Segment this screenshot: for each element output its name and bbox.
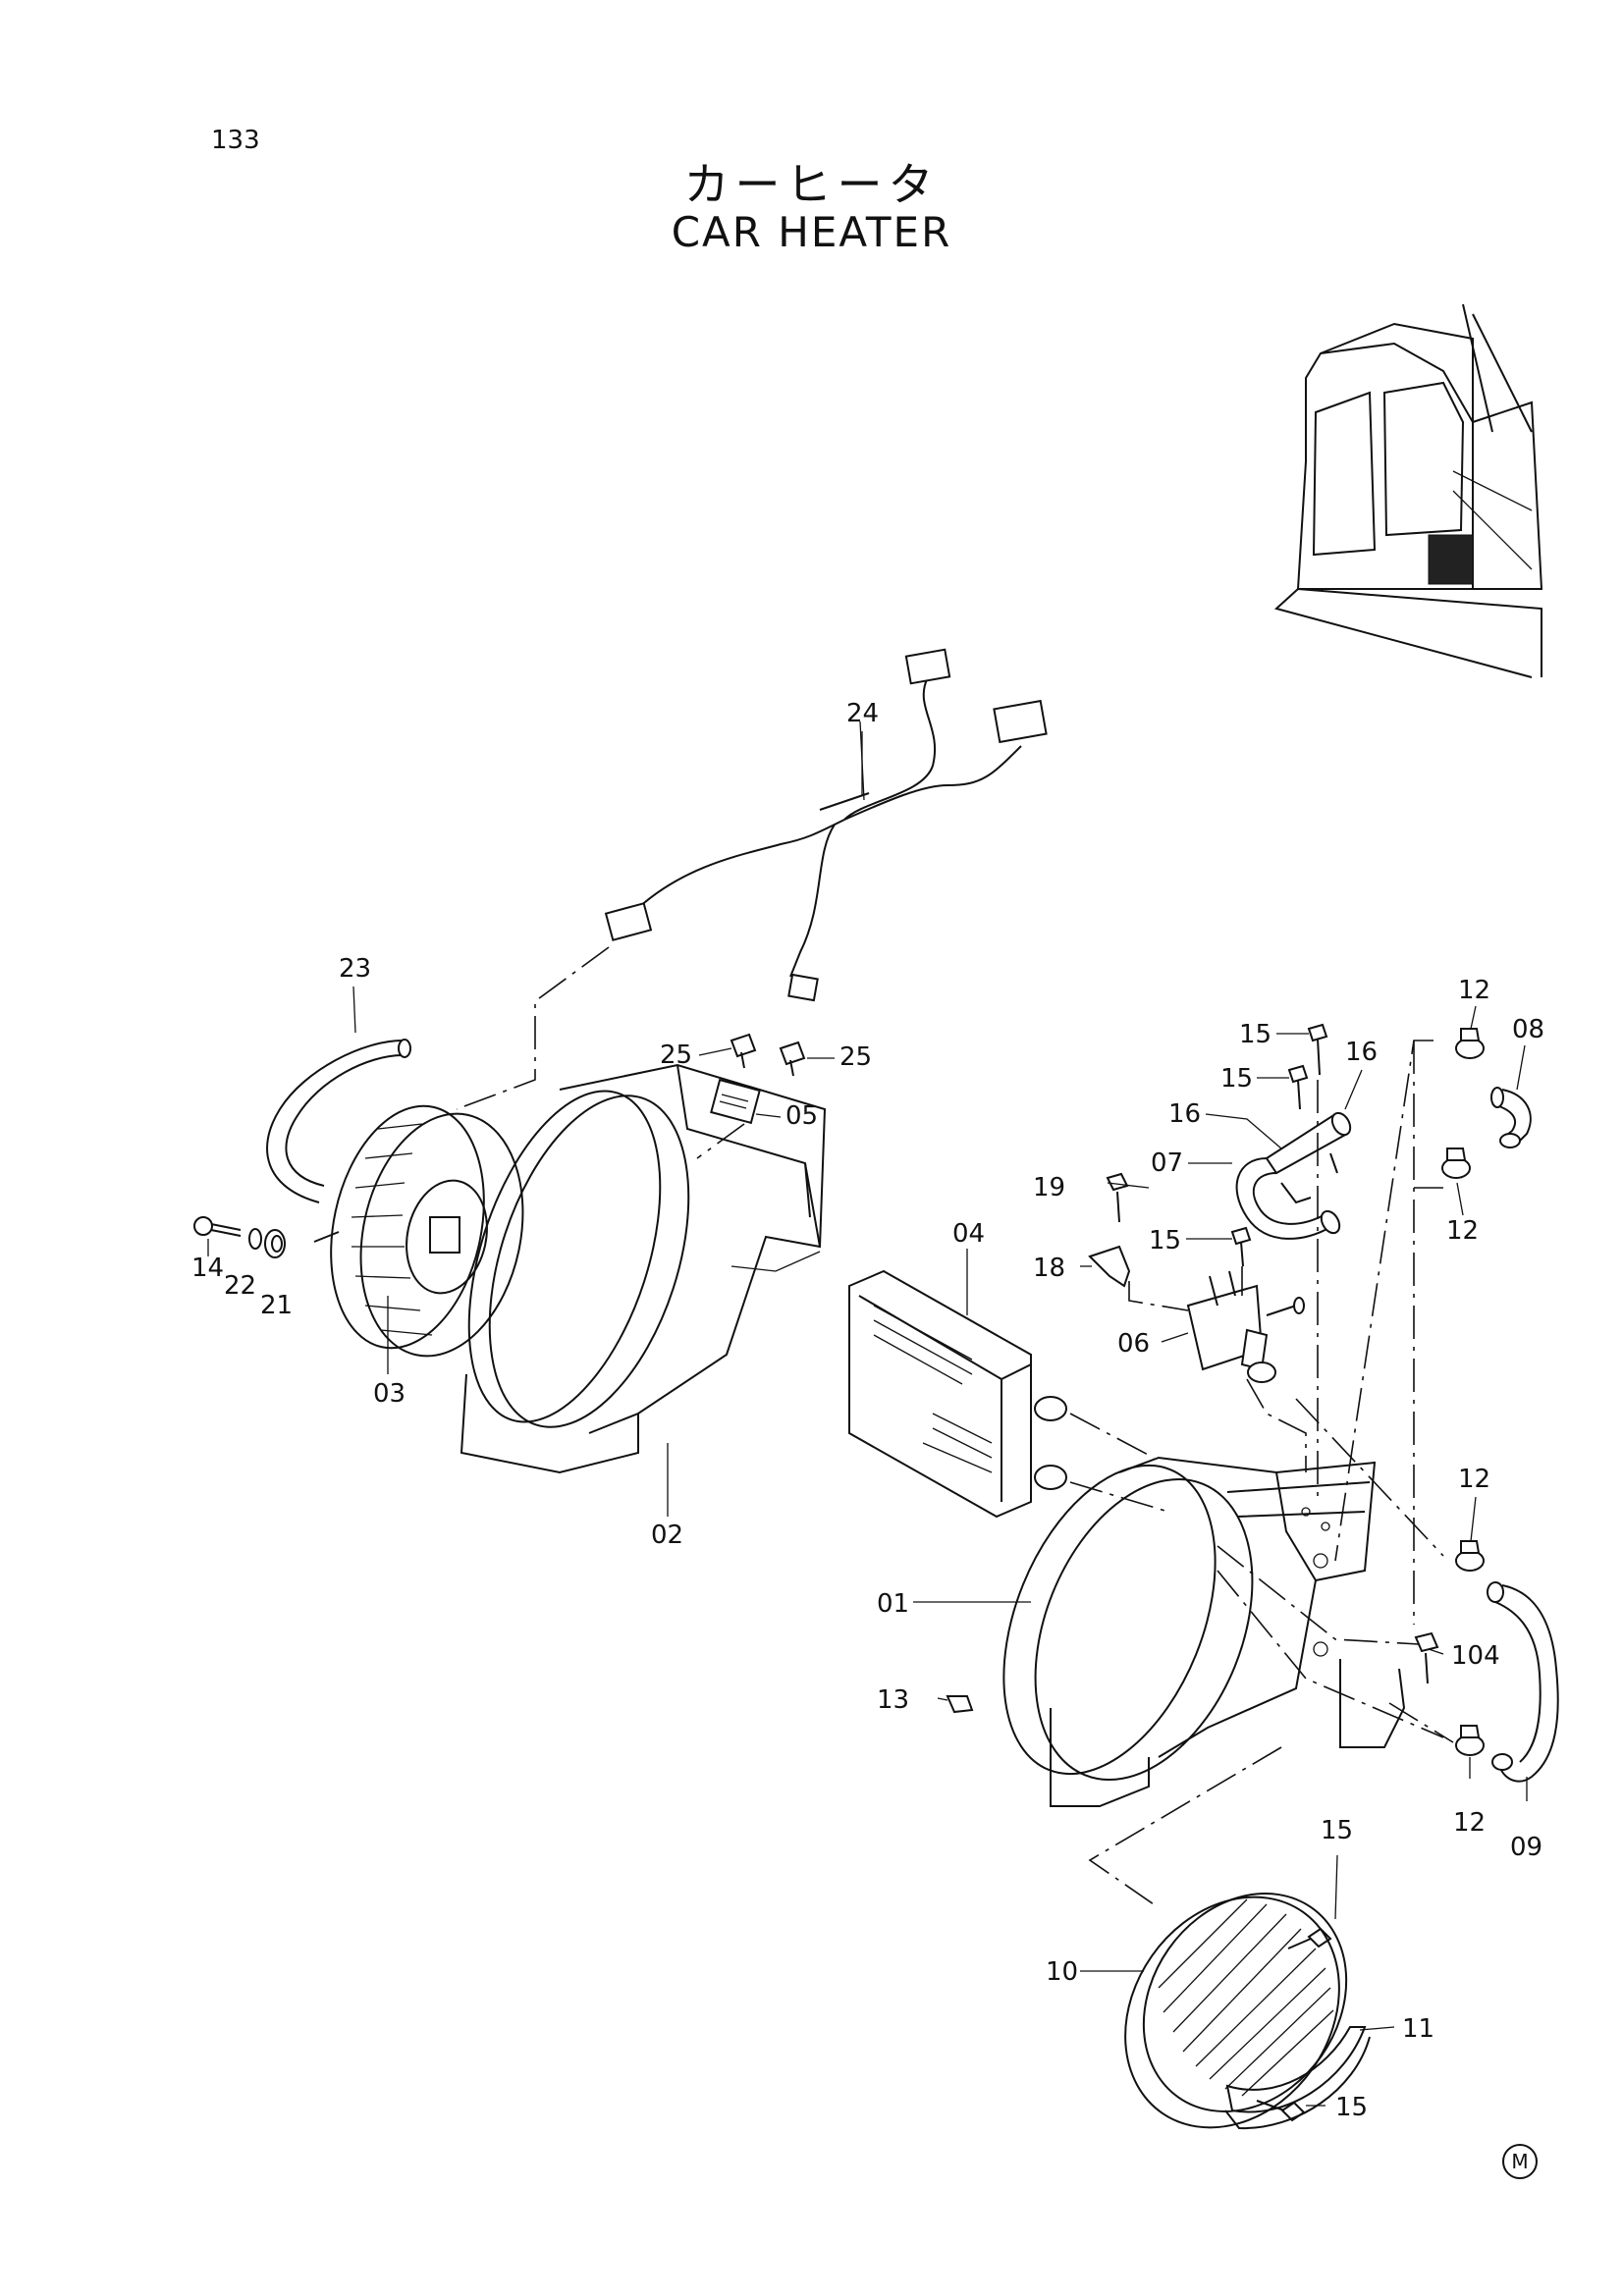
callout-22: 22 [224, 1271, 256, 1301]
callout-18-visible: 18 [1033, 1254, 1065, 1283]
callout-11: 11 [1402, 2014, 1434, 2044]
title-english: CAR HEATER [671, 208, 952, 256]
callout-16b: 16 [1168, 1099, 1201, 1129]
callout-15c: 15 [1149, 1226, 1181, 1255]
screw-19 [1106, 1172, 1129, 1223]
title-japanese: カーヒータ [683, 158, 940, 211]
hose-09 [1487, 1581, 1559, 1783]
wire-harness-24 [604, 648, 1048, 1002]
callout-15a: 15 [1239, 1020, 1271, 1049]
cover-11 [1224, 2026, 1371, 2130]
callout-15b: 15 [1220, 1064, 1253, 1094]
heater-housing-01 [1002, 1456, 1406, 1807]
callout-24: 24 [846, 699, 879, 728]
clip-25 [730, 1033, 806, 1077]
bolt-104 [1414, 1631, 1439, 1684]
callout-12c: 12 [1458, 1465, 1490, 1494]
callout-16a: 16 [1345, 1038, 1378, 1067]
callout-12a: 12 [1458, 976, 1490, 1005]
callout-25a: 25 [660, 1041, 692, 1070]
hose-07 [1235, 1111, 1352, 1240]
hose-08 [1490, 1087, 1532, 1148]
grille-10 [1124, 1893, 1348, 2129]
hose-23 [266, 1039, 411, 1203]
callout-09: 09 [1510, 1833, 1542, 1862]
heater-core-04 [848, 1269, 1067, 1519]
callout-23: 23 [339, 954, 371, 984]
clip-13 [946, 1695, 974, 1714]
callout-leaders [207, 731, 1528, 2107]
machine-location-inset [1273, 303, 1543, 678]
callout-04: 04 [952, 1219, 985, 1249]
callout-12b: 12 [1446, 1216, 1479, 1246]
callout-104: 104 [1451, 1641, 1500, 1671]
callout-labels: 24 23 25 25 05 14 22 21 03 02 04 01 13 1… [191, 699, 1544, 2122]
callout-07: 07 [1151, 1148, 1183, 1178]
callout-15d: 15 [1321, 1816, 1353, 1845]
screw-15 [1230, 1023, 1332, 2122]
callout-19: 19 [1033, 1173, 1065, 1202]
manufacturer-mark: M [1502, 2144, 1538, 2179]
washer-22 [248, 1228, 262, 1250]
callout-02: 02 [651, 1521, 683, 1550]
callout-21: 21 [260, 1291, 293, 1320]
grommet-21 [264, 1229, 286, 1258]
water-valve-06 [1186, 1270, 1305, 1383]
connector-05 [710, 1078, 761, 1125]
assembly-lines [456, 946, 1454, 1905]
callout-01: 01 [877, 1589, 909, 1619]
clip-16 [1280, 1152, 1338, 1204]
hose-clamp-12 [1441, 1028, 1485, 1756]
callout-13: 13 [877, 1685, 909, 1715]
callout-06: 06 [1117, 1329, 1150, 1359]
callout-08: 08 [1512, 1015, 1544, 1044]
blower-housing-02 [460, 1063, 827, 1474]
callout-10: 10 [1046, 1957, 1078, 1987]
blower-fan-03 [313, 1104, 524, 1358]
screw-14 [193, 1216, 242, 1237]
bracket-18 [1088, 1245, 1131, 1288]
callout-05: 05 [785, 1101, 818, 1131]
callout-03: 03 [373, 1379, 406, 1409]
callout-12d: 12 [1453, 1808, 1486, 1838]
callout-14: 14 [191, 1254, 224, 1283]
callout-25b: 25 [839, 1042, 872, 1072]
callout-15e: 15 [1335, 2093, 1368, 2122]
page-number: 133 [211, 126, 260, 155]
